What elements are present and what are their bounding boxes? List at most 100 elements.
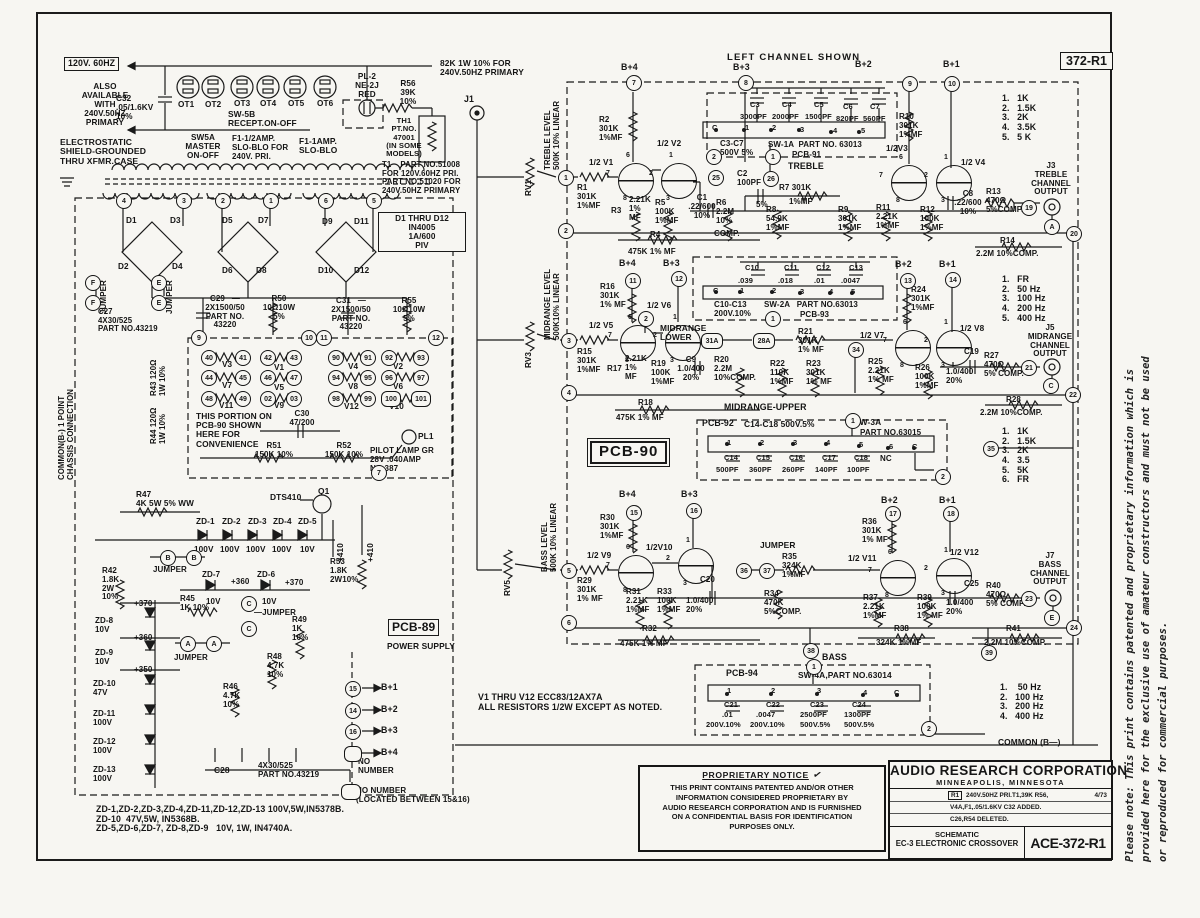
terminal-6: 6 — [318, 193, 334, 209]
component-label: MIDRANGE-UPPER — [724, 402, 807, 412]
terminal-C: C — [241, 596, 257, 612]
component-label: 1.0/400 20% — [946, 367, 974, 385]
component-label: 200V.10% — [706, 720, 741, 729]
revision-line-2: V4A,F1,.05/1.6KV C32 ADDED. — [950, 804, 1042, 811]
component-label: 2 — [772, 286, 777, 295]
doc-type: SCHEMATIC — [934, 830, 980, 839]
margin-note: Please note: This print contains patente… — [1124, 356, 1169, 862]
component-label: B+3 — [663, 258, 680, 268]
component-label: 100PF — [847, 465, 870, 474]
component-label: 560PF — [863, 114, 886, 123]
component-label: THIS PORTION ON PCB-90 SHOWN HERE FOR CO… — [196, 411, 272, 449]
component-label: 1/2 V5 — [589, 321, 614, 330]
component-label: ALSO AVAILABLE WITH 240V.50HZ PRIMARY — [81, 82, 129, 128]
terminal-96: 96 — [381, 370, 397, 386]
component-label: ELECTROSTATIC SHIELD-GROUNDED THRU XFMR.… — [60, 137, 147, 166]
component-label: R30 301K 1%MF — [600, 513, 624, 540]
component-label: V8 — [348, 382, 359, 391]
tube-pin-label: 1 — [673, 314, 677, 321]
component-label: 820PF — [836, 114, 859, 123]
terminal-47: 47 — [286, 370, 302, 386]
tube-pin-label: 8 — [900, 362, 904, 369]
component-label: R4 — [650, 230, 661, 239]
component-label: R35 324K 1%MF — [782, 552, 806, 579]
component-label: .0047 — [756, 710, 776, 719]
component-label: V5 — [274, 383, 285, 392]
component-label: OT6 — [317, 99, 334, 108]
component-label: V4 — [348, 362, 359, 371]
terminal-16: 16 — [345, 724, 361, 740]
component-label: R10 301K 1%MF — [899, 112, 923, 139]
component-label: ZD-3 — [248, 517, 267, 526]
component-label: 5 — [859, 440, 864, 449]
component-label: R52 150K 10% — [324, 441, 364, 459]
component-label: 5% — [756, 200, 768, 209]
component-label: B+1 — [939, 259, 956, 269]
component-label: 3 — [800, 287, 805, 296]
component-label: R22 110K 1%MF — [770, 359, 794, 386]
terminal-28A: 28A — [753, 333, 775, 349]
component-label: D9 — [322, 217, 333, 226]
neon-lamp-symbol — [358, 99, 376, 117]
component-label: NO NUMBER (LOCATED BETWEEN 15&16) — [356, 786, 470, 804]
revision-table: R1 240V.50HZ PRI.T1,39K R56, 4/73 V4A,F1… — [890, 789, 1111, 827]
terminal-E: E — [1044, 610, 1060, 626]
component-label: TREBLE LEVEL 500K 10% LINEAR — [543, 100, 561, 170]
terminal-14: 14 — [945, 272, 961, 288]
component-label: 82K 1W 10% FOR 240V.50HZ PRIMARY — [440, 58, 524, 78]
tube-pin-label: 3 — [683, 580, 687, 587]
component-label: B+4 — [619, 258, 636, 268]
component-label: R53 1.8K 2W10% — [330, 557, 359, 584]
component-label: ZD-10 47V — [93, 679, 116, 697]
component-label: .01 — [814, 276, 825, 285]
component-label: 6 — [889, 442, 894, 451]
terminal-23: 23 — [1021, 591, 1037, 607]
terminal-8: 8 — [738, 75, 754, 91]
component-label: 2500PF — [800, 710, 827, 719]
component-label: 100V — [246, 545, 266, 554]
tube-pin-label: 1 — [944, 547, 948, 554]
component-label: B+1 — [939, 495, 956, 505]
component-label: ZD-8 10V — [95, 616, 114, 634]
tube-symbol — [618, 555, 654, 591]
component-label: B+2 — [855, 59, 872, 69]
component-label: C — [912, 442, 918, 451]
terminal-9: 9 — [902, 76, 918, 92]
component-label: C24 — [852, 700, 867, 709]
tube-pin-label: 3 — [941, 590, 945, 597]
component-label: R16 301K 1% MF — [600, 282, 626, 309]
terminal-25: 25 — [708, 170, 724, 186]
component-label: B+2 — [895, 259, 912, 269]
component-label: C2 100PF — [737, 169, 762, 187]
component-label: R42 1.8K 2W 10% — [102, 566, 120, 602]
terminal-1: 1 — [845, 413, 861, 429]
tube-pin-label: 7 — [606, 562, 610, 569]
component-label: +370 — [134, 599, 153, 608]
revision-mark: R1 — [948, 791, 963, 800]
component-label: TREBLE — [788, 161, 824, 171]
component-label: JUMPER — [153, 565, 187, 574]
terminal-4: 4 — [561, 385, 577, 401]
component-label: 1/2V3 — [886, 144, 908, 153]
component-label: C14-C18 500V.5% — [744, 419, 815, 429]
terminal-101: 101 — [411, 391, 431, 407]
component-label: RV3 — [524, 351, 533, 368]
component-label: 1.0/400 20% — [946, 598, 974, 616]
component-label: B+4 — [621, 62, 638, 72]
component-label: 100V — [272, 545, 292, 554]
component-label: C6 — [843, 102, 853, 111]
terminal-17: 17 — [885, 506, 901, 522]
general-notes: V1 THRU V12 ECC83/12AX7A ALL RESISTORS 1… — [478, 692, 663, 712]
component-label: C30 47/200 — [289, 409, 315, 427]
terminal-90: 90 — [328, 350, 344, 366]
component-label: R11 2.21K 1%MF — [876, 203, 900, 230]
component-label: COMP. — [714, 229, 740, 238]
component-label: R8 54.9K 1%MF — [766, 205, 790, 232]
component-label: V9 — [274, 401, 285, 410]
component-label: J5 MIDRANGE CHANNEL OUTPUT — [1027, 323, 1073, 359]
tube-symbol — [620, 325, 656, 361]
component-label: R48 4.7K 10% — [267, 652, 285, 679]
tube-symbol — [678, 548, 714, 584]
component-label: 1/2 V8 — [960, 324, 985, 333]
component-label: R7 301K — [779, 183, 812, 192]
